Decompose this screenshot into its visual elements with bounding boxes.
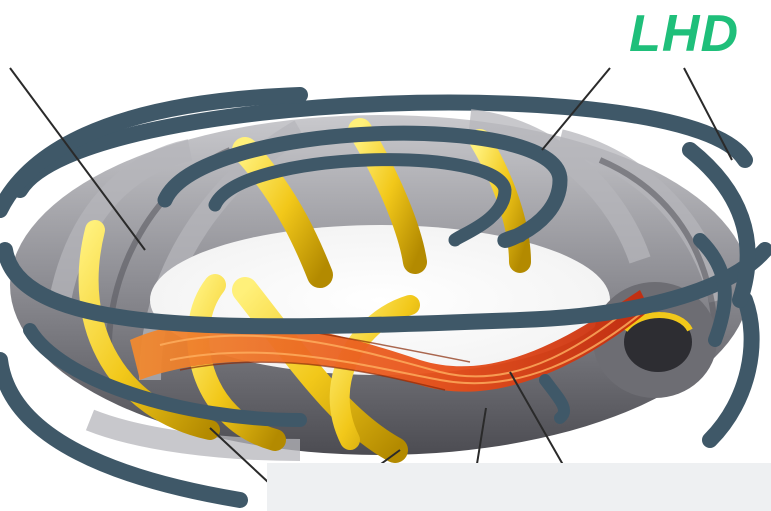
device-title: LHD: [629, 4, 739, 64]
caption-box: [267, 463, 771, 511]
